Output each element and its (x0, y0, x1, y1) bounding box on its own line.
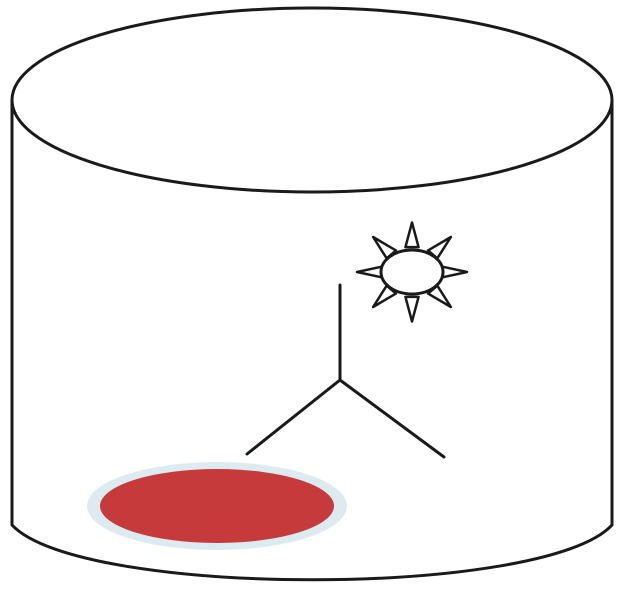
cylinder-top-rim (12, 8, 612, 192)
sun-icon (357, 223, 467, 322)
red-spot-fill (100, 469, 334, 543)
red-spot (87, 462, 347, 550)
sun-core (381, 250, 443, 294)
